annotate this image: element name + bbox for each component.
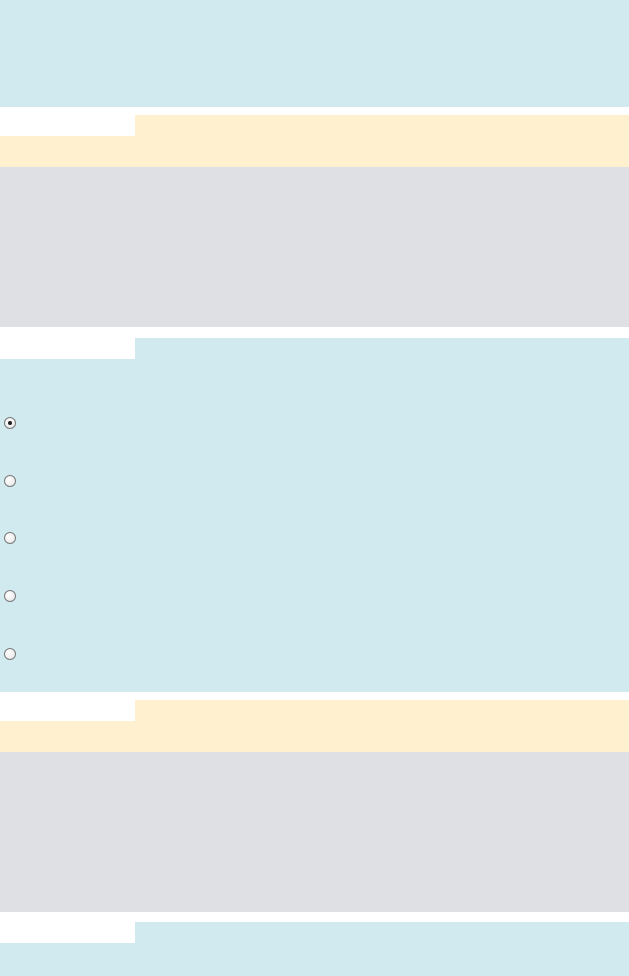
radio-button[interactable] — [4, 648, 16, 660]
radio-button[interactable] — [4, 532, 16, 544]
radio-button-checked[interactable] — [4, 417, 16, 429]
radio-panel — [0, 338, 629, 692]
neutral-panel-2 — [0, 752, 629, 912]
warning-bar-1-tab — [135, 115, 629, 167]
warning-bar-1 — [0, 115, 629, 167]
radio-option-3[interactable] — [4, 531, 22, 545]
bottom-info-panel-tab — [135, 922, 629, 976]
warning-bar-2 — [0, 700, 629, 752]
bottom-info-panel-notch — [0, 922, 135, 943]
radio-button[interactable] — [4, 590, 16, 602]
bottom-info-panel-body — [0, 943, 135, 976]
radio-option-1[interactable] — [4, 416, 22, 430]
radio-panel-notch — [0, 338, 135, 359]
radio-button[interactable] — [4, 475, 16, 487]
neutral-panel-1 — [0, 167, 629, 327]
warning-bar-2-notch — [0, 700, 135, 721]
top-info-panel — [0, 0, 629, 107]
radio-option-5[interactable] — [4, 647, 22, 661]
bottom-info-panel — [0, 922, 629, 976]
warning-bar-1-body — [0, 136, 135, 167]
radio-panel-body — [0, 359, 135, 692]
radio-panel-tab — [135, 338, 629, 692]
radio-option-4[interactable] — [4, 589, 22, 603]
radio-option-2[interactable] — [4, 474, 22, 488]
warning-bar-1-notch — [0, 115, 135, 136]
warning-bar-2-tab — [135, 700, 629, 752]
warning-bar-2-body — [0, 721, 135, 752]
